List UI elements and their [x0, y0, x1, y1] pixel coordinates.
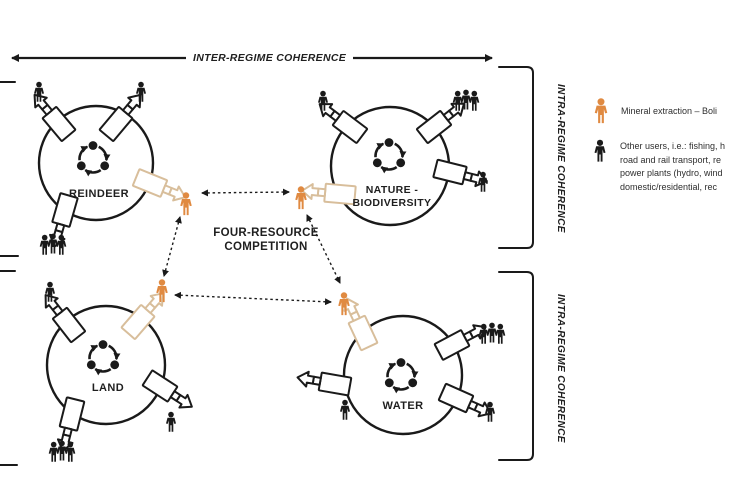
intra-regime-bracket-bottom	[498, 271, 534, 461]
person-icon	[340, 399, 350, 420]
reindeer-label: REINDEER	[68, 188, 130, 200]
competition-label-line1: FOUR-RESOURCE	[213, 227, 319, 239]
legend-other-label: Other users, i.e.: fishing, h road and r…	[620, 140, 725, 194]
left-bracket-remnants	[0, 81, 19, 466]
water-label: WATER	[382, 400, 424, 412]
legend-other-line3: power plants (hydro, wind	[620, 168, 723, 179]
legend-mineral-person-icon	[594, 98, 608, 124]
intra-regime-label-top: INTRA-REGIME COHERENCE	[555, 83, 566, 233]
dashed-arrow	[201, 188, 290, 197]
legend-other-person-icon	[594, 139, 606, 162]
dashed-arrow	[306, 214, 341, 284]
people-group-icon	[49, 441, 76, 462]
nature-label-line2: BIODIVERSITY	[352, 197, 432, 209]
legend-other-line2: road and rail transport, re	[620, 154, 722, 165]
competition-label-line2: COMPETITION	[224, 241, 308, 253]
intra-regime-bracket-top	[498, 66, 534, 249]
legend-other-line4: domestic/residential, rec	[620, 181, 718, 192]
water-regime	[295, 293, 506, 436]
nature-biodiversity-regime	[300, 90, 491, 227]
nature-label: NATURE - BIODIVERSITY	[340, 184, 444, 210]
reindeer-regime	[26, 81, 190, 255]
land-regime	[37, 281, 198, 462]
legend-mineral-label: Mineral extraction – Boli	[621, 106, 718, 116]
dashed-arrow	[162, 216, 182, 277]
person-icon	[166, 411, 176, 432]
dashed-arrow	[174, 291, 332, 306]
competition-arrows	[162, 188, 341, 306]
land-label: LAND	[91, 382, 125, 394]
nature-label-line1: NATURE -	[365, 184, 419, 196]
people-group-icon	[453, 90, 480, 111]
inter-regime-label: INTER-REGIME COHERENCE	[186, 52, 354, 64]
people-group-icon	[40, 234, 67, 255]
intra-regime-label-bottom: INTRA-REGIME COHERENCE	[555, 293, 566, 443]
competition-label: FOUR-RESOURCE COMPETITION	[193, 226, 339, 254]
people-group-icon	[479, 323, 506, 344]
legend-other-line1: Other users, i.e.: fishing, h	[620, 141, 726, 151]
